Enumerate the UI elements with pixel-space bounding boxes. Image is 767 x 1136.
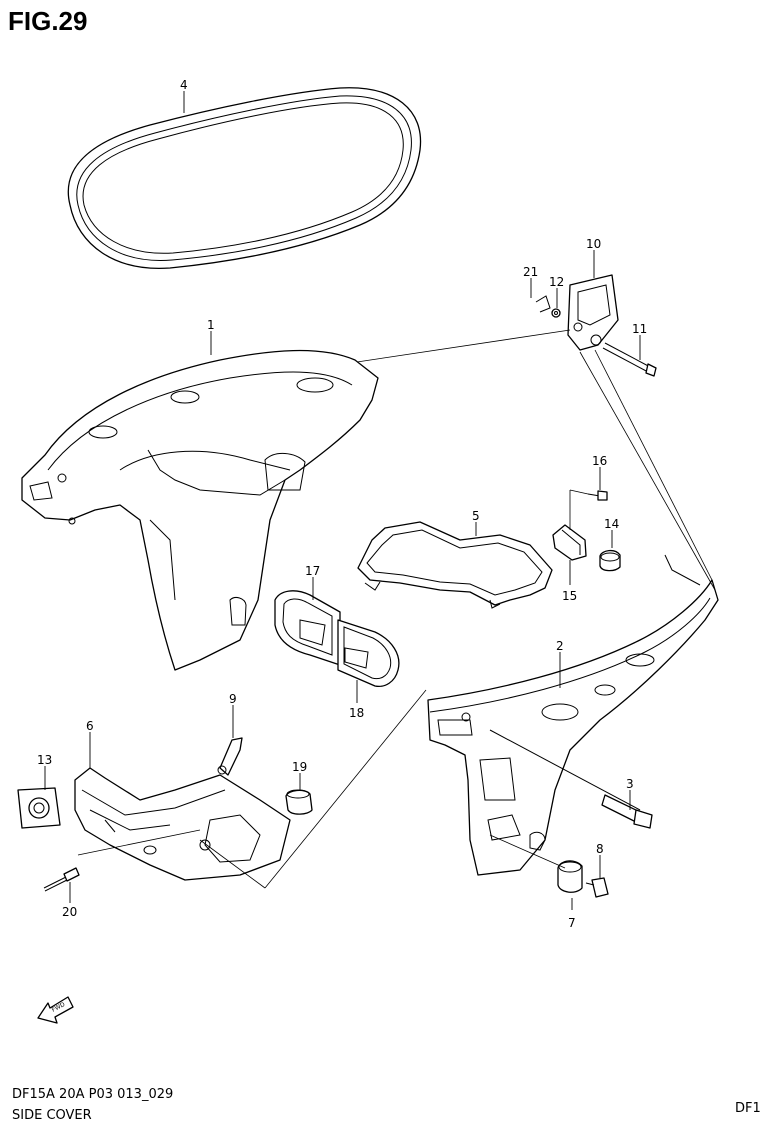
part-2-side-cover-right — [427, 554, 719, 876]
callout-1: 1 — [207, 318, 215, 332]
part-16-screw — [587, 490, 608, 501]
callout-8: 8 — [596, 842, 604, 856]
callout-2: 2 — [556, 639, 564, 653]
part-14-grommet — [599, 549, 621, 572]
part-20-pin — [43, 867, 80, 892]
callout-6: 6 — [86, 719, 94, 733]
corner-code: DF1 — [735, 1101, 761, 1116]
callout-10: 10 — [586, 237, 601, 251]
model-code: DF15A 20A P03 013_029 — [12, 1087, 174, 1102]
callout-labels: 1 2 3 4 5 6 7 8 9 10 11 12 13 14 15 16 1… — [37, 78, 647, 930]
callout-20: 20 — [62, 905, 77, 919]
part-1-side-cover-left — [21, 349, 379, 671]
section-name: SIDE COVER — [12, 1108, 92, 1123]
callout-7: 7 — [568, 916, 576, 930]
callout-13: 13 — [37, 753, 52, 767]
part-10-bracket — [567, 274, 619, 351]
callout-15: 15 — [562, 589, 577, 603]
part-15-clip — [552, 524, 587, 561]
part-21-clip — [535, 295, 551, 313]
callout-19: 19 — [292, 760, 307, 774]
callout-5: 5 — [472, 509, 480, 523]
part-8-screw — [585, 877, 609, 898]
callout-4: 4 — [180, 78, 188, 92]
callout-11: 11 — [632, 322, 647, 336]
callout-9: 9 — [229, 692, 237, 706]
part-9-bracket — [217, 737, 243, 776]
reference-lines — [77, 329, 716, 889]
part-11-bolt — [602, 342, 657, 377]
callout-12: 12 — [549, 275, 564, 289]
part-5-gasket-frame — [357, 521, 553, 609]
part-4-seal-ring — [67, 87, 422, 270]
callout-18: 18 — [349, 706, 364, 720]
leader-lines — [44, 91, 641, 910]
part-19-sleeve — [285, 789, 313, 815]
part-13-plate — [17, 787, 61, 829]
part-3-bolt — [489, 729, 653, 829]
part-7-grommet — [557, 860, 583, 893]
callout-3: 3 — [626, 777, 634, 791]
figure-title: FIG.29 — [8, 6, 88, 36]
part-12-washer — [551, 308, 561, 318]
callout-21: 21 — [523, 265, 538, 279]
part-17-gasket — [274, 590, 341, 666]
part-6-lower-cover — [74, 767, 291, 881]
part-18-gasket — [337, 619, 400, 688]
callout-14: 14 — [604, 517, 619, 531]
forward-arrow-icon: FWD — [37, 996, 74, 1024]
callout-16: 16 — [592, 454, 607, 468]
callout-17: 17 — [305, 564, 320, 578]
